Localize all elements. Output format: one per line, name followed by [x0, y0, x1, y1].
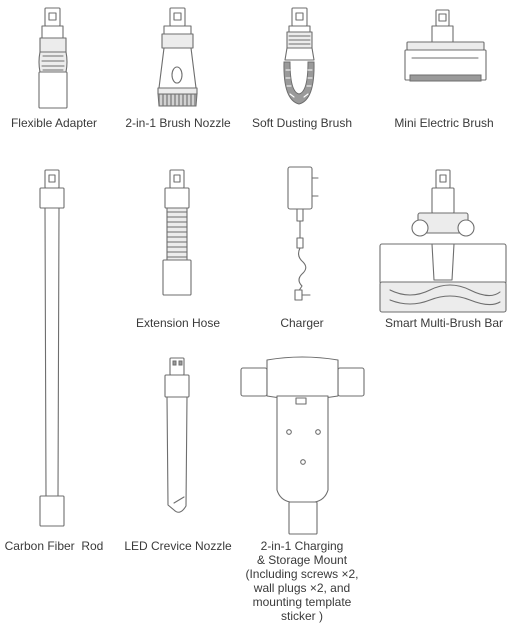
- caption-soft-dusting-brush: Soft Dusting Brush: [251, 116, 353, 130]
- caption-smart-multi-brush-bar: Smart Multi-Brush Bar: [384, 316, 504, 330]
- caption-line: & Storage Mount: [256, 553, 348, 567]
- caption-line: 2-in-1 Charging: [260, 539, 344, 553]
- caption-flexible-adapter: Flexible Adapter: [10, 116, 98, 130]
- caption-mini-electric-brush: Mini Electric Brush: [394, 116, 494, 130]
- caption-line: (Including screws ×2,: [245, 567, 359, 581]
- caption-charger: Charger: [280, 316, 324, 330]
- caption-charging-storage-mount: 2-in-1 Charging & Storage Mount (Includi…: [232, 539, 372, 623]
- caption-line: wall plugs ×2, and: [253, 581, 351, 595]
- caption-line: sticker ): [281, 609, 323, 623]
- caption-extension-hose: Extension Hose: [135, 316, 221, 330]
- caption-line: mounting template: [252, 595, 352, 609]
- caption-led-crevice-nozzle: LED Crevice Nozzle: [124, 539, 232, 553]
- caption-carbon-fiber-rod: Carbon Fiber Rod: [4, 539, 104, 553]
- caption-brush-nozzle: 2-in-1 Brush Nozzle: [125, 116, 231, 130]
